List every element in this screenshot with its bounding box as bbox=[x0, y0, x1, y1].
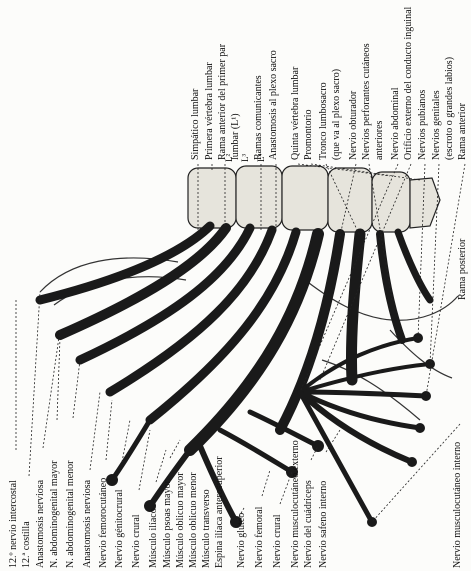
label-espina-iliaca: Espina ilíaca anterosuperior bbox=[214, 456, 225, 568]
label-musculo-oblicuo-mayor: Músculo oblicuo mayor bbox=[175, 472, 186, 568]
label-musculocutaneo-externo: Nervio musculocutáneo externo bbox=[290, 440, 301, 568]
label-rama-anterior: Rama anterior bbox=[457, 102, 468, 160]
label-musculo-transverso: Músculo transverso bbox=[201, 489, 212, 568]
label-nervio-crural-2: Nervio crural bbox=[272, 514, 283, 568]
vertebra-l3 bbox=[282, 166, 328, 230]
vertebra-l1 bbox=[188, 168, 236, 228]
sacral-promontory bbox=[410, 178, 440, 228]
nerve-abdominogenital-mayor bbox=[60, 228, 226, 335]
label-abdominogenital-menor: N. abdominogenital menor bbox=[65, 460, 76, 568]
label-nervio-abdominal: Nervio abdominal bbox=[390, 87, 401, 160]
label-nervio-gluteo: Nervio glúteo bbox=[236, 513, 247, 568]
label-12-nervio-intercostal: 12.º nervio intercostal bbox=[8, 480, 19, 568]
tag-l4: L⁴ bbox=[256, 153, 266, 162]
vertebra-l4 bbox=[328, 168, 372, 232]
label-rama-posterior: Rama posterior bbox=[457, 238, 468, 300]
label-nervio-crural-1: Nervio crural bbox=[131, 514, 142, 568]
label-nervio-obturador: Nervio obturador bbox=[348, 90, 359, 160]
label-musculo-psoas-mayor: Músculo psoas mayor bbox=[162, 480, 173, 568]
label-nervio-safeno-interno: Nervio safeno interno bbox=[318, 481, 329, 568]
label-12-costilla: 12.ª costilla bbox=[21, 521, 32, 568]
label-anastomosis-nerviosa-2: Anastomosis nerviosa bbox=[82, 479, 93, 568]
left-labels: 12.º nervio intercostal 12.ª costilla An… bbox=[8, 440, 463, 568]
vertebral-column bbox=[188, 166, 440, 232]
label-promontorio: Promontorio bbox=[303, 109, 314, 160]
anatomy-drawing bbox=[40, 166, 458, 528]
label-orificio-conducto-inguinal: Orificio externo del conducto inguinal bbox=[403, 6, 414, 160]
label-anastomosis-plexo-sacro: Anastomosis al plexo sacro bbox=[268, 50, 279, 160]
label-abdominogenital-mayor: N. abdominogenital mayor bbox=[49, 460, 60, 568]
label-anastomosis-nerviosa-1: Anastomosis nerviosa bbox=[35, 479, 46, 568]
label-anteriores: anteriores bbox=[374, 120, 385, 160]
label-musculocutaneo-interno: Nervio musculocutáneo interno bbox=[452, 442, 463, 568]
tag-l2: L² bbox=[224, 154, 234, 162]
label-nervio-femorocutaneo: Nervio femorocutáneo bbox=[98, 478, 109, 568]
label-lumbar-l1: lumbar (L¹) bbox=[230, 113, 241, 160]
nerve-femorocutaneous bbox=[110, 230, 272, 392]
label-nervio-cuadriceps: Nervio del cuádriceps bbox=[303, 480, 314, 568]
label-que-va-al-plexo-sacro: (que va al plexo sacro) bbox=[331, 69, 342, 160]
label-quinta-vertebra-lumbar: Quinta vértebra lumbar bbox=[290, 66, 301, 160]
label-musculo-iliaco: Músculo ilíaco bbox=[148, 508, 159, 568]
nerve-genitofemoral bbox=[150, 232, 296, 420]
label-nervios-genitales: Nervios genitales bbox=[431, 90, 442, 160]
vertebra-l2 bbox=[236, 166, 282, 228]
label-ramas-comunicantes: Ramas comunicantes bbox=[253, 75, 264, 160]
label-nervio-femoral: Nervio femoral bbox=[254, 506, 265, 568]
nerve-abdominogenital-menor bbox=[80, 228, 250, 360]
label-primera-vertebra-lumbar: Primera vértebra lumbar bbox=[204, 62, 215, 160]
label-rama-anterior-primer-par: Rama anterior del primer par bbox=[217, 43, 228, 160]
label-tronco-lumbosacro: Tronco lumbosacro bbox=[318, 82, 329, 160]
label-musculo-oblicuo-menor: Músculo oblicuo menor bbox=[188, 472, 199, 568]
label-nervio-genitocrural: Nervio génitocrural bbox=[114, 489, 125, 568]
label-nervios-pubianos: Nervios pubianos bbox=[417, 90, 428, 160]
label-simpatico-lumbar: Simpático lumbar bbox=[190, 88, 201, 160]
label-escroto-grandes-labios: (escroto o grandes labios) bbox=[444, 57, 455, 160]
tag-l3: L³ bbox=[240, 154, 250, 162]
vertebra-tags: L² L³ L⁴ bbox=[224, 153, 266, 162]
vertebra-l5 bbox=[372, 172, 410, 232]
label-nervios-perforantes: Nervios perforantes cutáneos bbox=[361, 43, 372, 160]
